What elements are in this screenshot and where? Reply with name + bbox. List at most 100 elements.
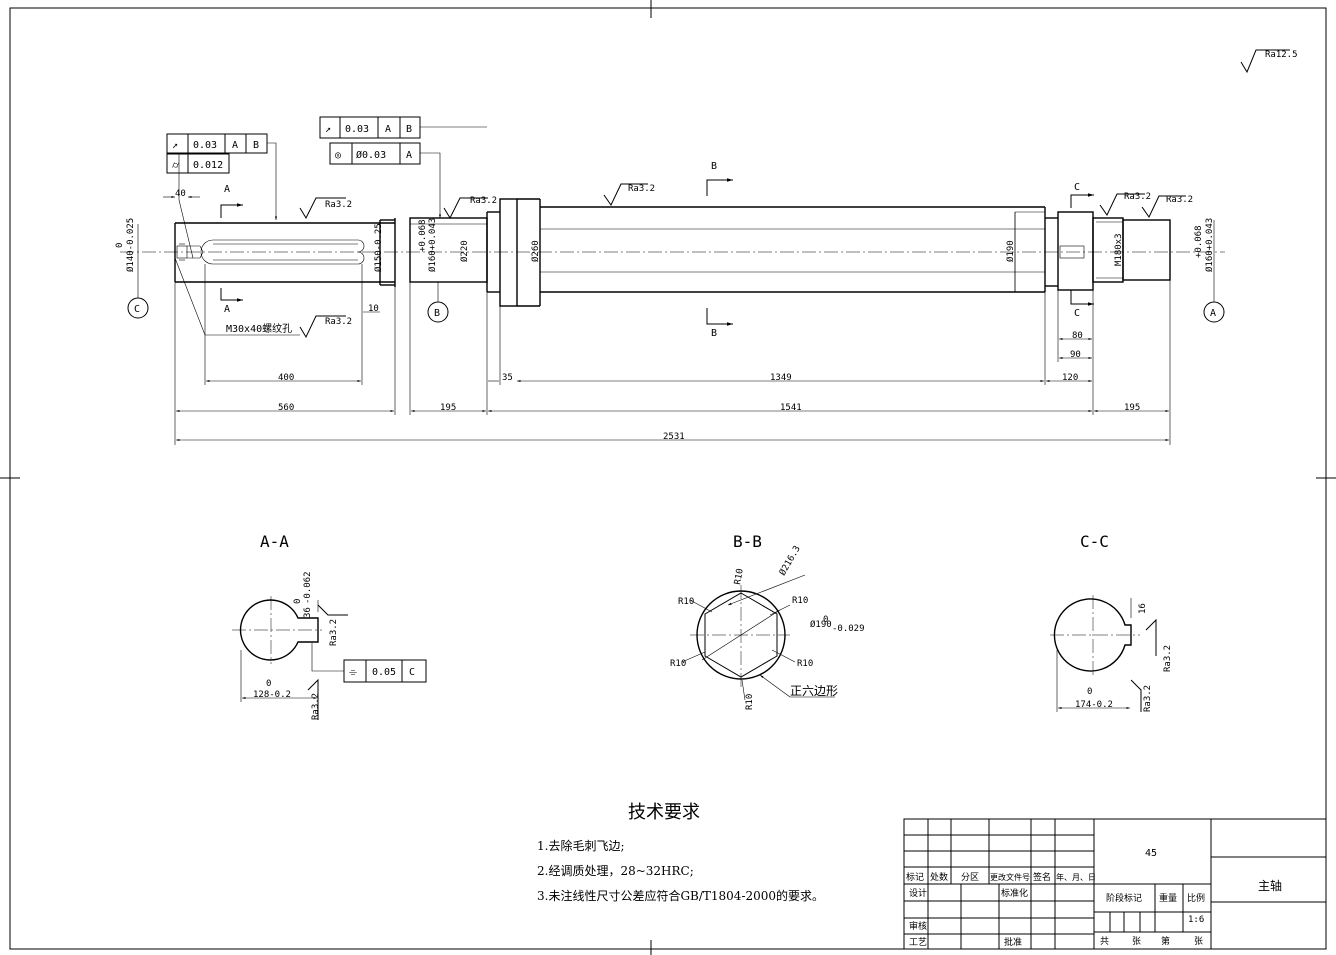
svg-text:195: 195: [1124, 403, 1140, 413]
svg-text:Ø216.3: Ø216.3: [777, 544, 803, 578]
shaft-d220-step: [486, 211, 500, 293]
svg-text:R10: R10: [792, 596, 808, 606]
svg-text:A: A: [232, 140, 238, 151]
svg-text:80: 80: [1072, 331, 1083, 341]
svg-text:分区: 分区: [961, 872, 979, 883]
svg-text:Ø160+0.043: Ø160+0.043: [1204, 218, 1215, 272]
tech-req-item-3: 3.未注线性尺寸公差应符合GB/T1804-2000的要求。: [537, 888, 824, 903]
svg-text:A: A: [385, 124, 391, 135]
svg-text:Ra3.2: Ra3.2: [329, 619, 339, 646]
svg-text:1349: 1349: [770, 373, 792, 383]
svg-text:128-0.2: 128-0.2: [253, 690, 291, 700]
svg-text:Ra3.2: Ra3.2: [1163, 645, 1173, 672]
svg-text:Ø160+0.043: Ø160+0.043: [427, 218, 438, 272]
svg-text:Ra3.2: Ra3.2: [311, 693, 321, 720]
diameter-labels: Ø140-0.025 0 Ø150-0.25 Ø160+0.043 +0.068…: [115, 218, 1215, 272]
tolerance-frame-1: ↗ 0.03 A B ⌭ 0.012: [166, 133, 278, 259]
tolerance-frame-2: ↗ 0.03 A B ◎ Ø0.03 A: [319, 116, 487, 218]
svg-text:Ø190: Ø190: [810, 619, 832, 630]
tech-req-title: 技术要求: [628, 802, 700, 823]
svg-text:设计: 设计: [909, 887, 927, 899]
svg-text:0: 0: [823, 615, 828, 625]
svg-text:Ø140-0.025: Ø140-0.025: [125, 218, 136, 272]
svg-text:阶段标记: 阶段标记: [1106, 892, 1142, 904]
svg-text:C: C: [1074, 182, 1080, 193]
svg-text:M180x3: M180x3: [1114, 233, 1124, 266]
svg-text:签名: 签名: [1033, 871, 1051, 883]
svg-text:◎: ◎: [335, 150, 341, 161]
svg-text:R10: R10: [670, 659, 686, 669]
svg-text:R10: R10: [797, 659, 813, 669]
svg-text:Ø220: Ø220: [459, 240, 470, 262]
title-block: 标记 处数 分区 更改文件号 签名 年、月、日 设计 标准化 审核 工艺 批准 …: [903, 818, 1327, 950]
section-c-c: C-C 16 Ra3.2 174-0.2 0 Ra3.2: [1050, 532, 1173, 712]
svg-text:B: B: [711, 161, 717, 172]
svg-text:⌯: ⌯: [349, 667, 357, 678]
svg-text:Ø190: Ø190: [1005, 240, 1016, 262]
section-markers: A A B B C C: [220, 161, 1094, 339]
svg-text:Ra3.2: Ra3.2: [628, 184, 655, 194]
section-a-a-title: A-A: [260, 532, 289, 551]
svg-text:A: A: [224, 184, 230, 195]
shaft-left-section: [174, 222, 395, 283]
svg-text:↗: ↗: [325, 124, 331, 135]
svg-text:Ø260: Ø260: [530, 240, 541, 262]
svg-text:90: 90: [1070, 350, 1081, 360]
svg-text:-0.062: -0.062: [303, 571, 313, 604]
svg-text:174-0.2: 174-0.2: [1075, 700, 1113, 710]
svg-text:A: A: [406, 150, 412, 161]
svg-text:120: 120: [1062, 373, 1078, 383]
tech-req-item-2: 2.经调质处理，28~32HRC;: [537, 864, 694, 878]
svg-text:Ra3.2: Ra3.2: [470, 196, 497, 206]
svg-text:年、月、日: 年、月、日: [1056, 872, 1096, 882]
dimension-lines: 40 10 400 560 195 35 1349 120 1541 195 8…: [163, 189, 1171, 445]
svg-text:Ra3.2: Ra3.2: [1143, 685, 1153, 712]
roughness-symbols-main: Ra3.2 Ra3.2 Ra3.2 Ra3.2 Ra3.2 Ra3.2: [299, 183, 1193, 339]
svg-text:195: 195: [440, 403, 456, 413]
svg-text:0.05: 0.05: [372, 667, 396, 678]
shaft-right-end: [1092, 217, 1171, 283]
svg-text:R10: R10: [745, 694, 755, 710]
svg-text:Ra3.2: Ra3.2: [1124, 192, 1151, 202]
svg-text:B: B: [253, 140, 259, 151]
svg-text:Ra3.2: Ra3.2: [325, 317, 352, 327]
svg-text:工艺: 工艺: [909, 937, 927, 948]
thread-note: M30x40螺纹孔: [226, 322, 292, 335]
svg-text:0: 0: [115, 243, 125, 248]
svg-text:0: 0: [293, 599, 303, 604]
default-roughness-symbol: Ra12.5: [1240, 49, 1298, 74]
svg-text:A: A: [224, 304, 230, 315]
svg-text:C: C: [1074, 308, 1080, 319]
svg-text:36: 36: [303, 607, 313, 618]
svg-text:0: 0: [1087, 687, 1092, 697]
svg-text:标记: 标记: [906, 871, 924, 883]
datum-symbols: C B A: [127, 220, 1225, 323]
scale: 1:6: [1188, 915, 1204, 925]
technical-requirements: 技术要求 1.去除毛刺飞边; 2.经调质处理，28~32HRC; 3.未注线性尺…: [537, 802, 824, 903]
svg-text:共: 共: [1100, 936, 1109, 947]
svg-text:比例: 比例: [1187, 892, 1205, 904]
shaft-d260-collar: [499, 198, 541, 307]
svg-text:0.012: 0.012: [193, 160, 223, 171]
part-name: 主轴: [1258, 878, 1282, 893]
shaft-right-collar: [1045, 211, 1094, 291]
svg-text:Ø150-0.25: Ø150-0.25: [373, 223, 384, 272]
svg-text:400: 400: [278, 373, 294, 383]
tech-req-item-1: 1.去除毛刺飞边;: [537, 838, 625, 853]
svg-text:B: B: [711, 328, 717, 339]
svg-text:Ø0.03: Ø0.03: [356, 149, 386, 161]
svg-text:处数: 处数: [930, 871, 948, 883]
svg-text:0: 0: [266, 679, 271, 689]
svg-text:张: 张: [1194, 936, 1203, 947]
svg-text:C: C: [409, 667, 415, 678]
svg-text:第: 第: [1161, 935, 1170, 947]
material: 45: [1145, 848, 1157, 859]
svg-text:2531: 2531: [663, 432, 685, 442]
section-c-c-title: C-C: [1080, 532, 1109, 551]
svg-text:1541: 1541: [780, 403, 802, 413]
default-roughness-label: Ra12.5: [1265, 50, 1298, 60]
svg-text:560: 560: [278, 403, 294, 413]
svg-text:Ra3.2: Ra3.2: [1166, 195, 1193, 205]
svg-text:批准: 批准: [1004, 936, 1022, 948]
svg-text:重量: 重量: [1159, 892, 1177, 904]
